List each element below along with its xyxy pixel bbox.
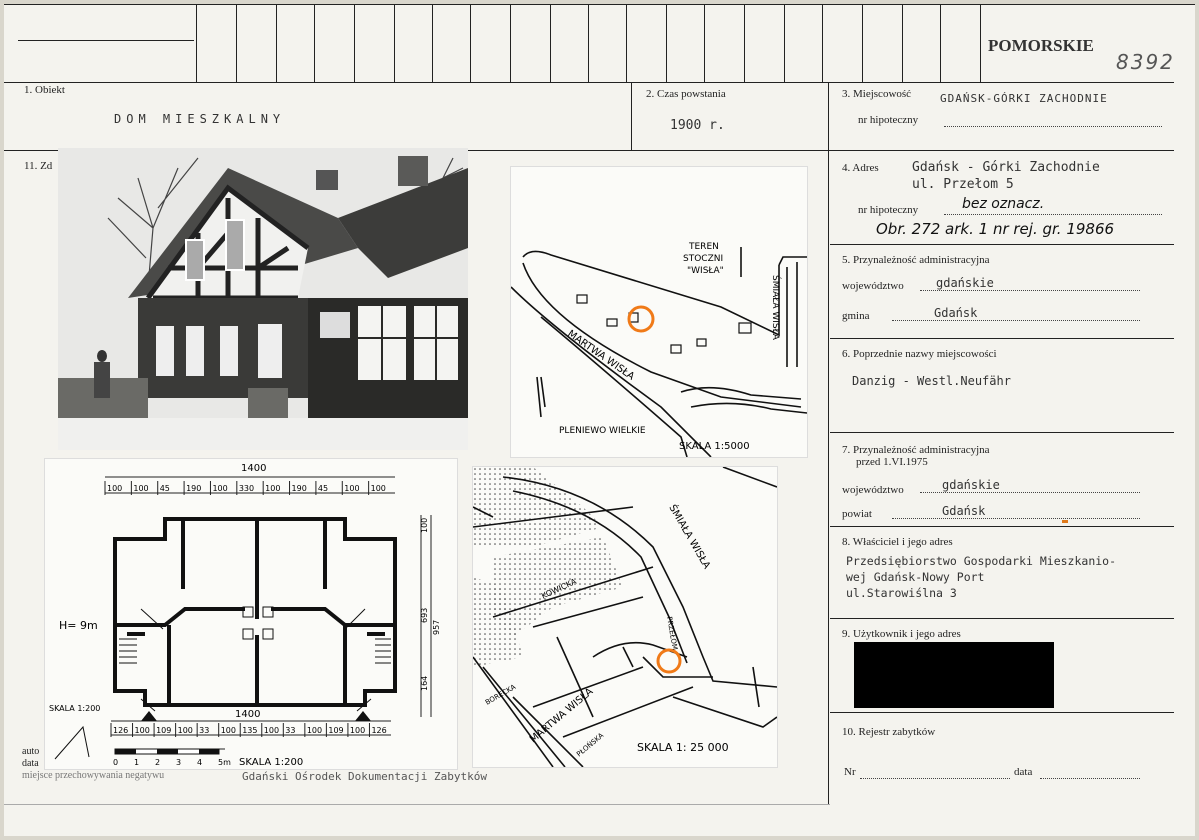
scalebar-tick-0: 0 xyxy=(113,758,118,767)
location-map-detail: TEREN STOCZNI "WISŁA" MARTWA WISŁA ŚMIAŁ… xyxy=(510,166,808,458)
field-admin-old-label2: przed 1.VI.1975 xyxy=(856,456,928,468)
map-bottom-smiala-label: ŚMIAŁA WISŁA xyxy=(666,502,713,571)
field-register-date-label: data xyxy=(1014,766,1033,778)
plan-top-dim-1: 100 xyxy=(133,484,148,493)
field-owner-line2: wej Gdańsk-Nowy Port xyxy=(846,570,985,584)
plan-top-dim-2: 45 xyxy=(160,484,170,493)
field-date-label: 2. Czas powstania xyxy=(646,88,726,100)
plan-total-width-top: 1400 xyxy=(241,463,266,474)
map-bottom-scale: SKALA 1: 25 000 xyxy=(637,741,729,754)
plan-total-width-bottom: 1400 xyxy=(235,709,260,720)
plan-bottom-dim-2: 109 xyxy=(156,726,171,735)
plan-top-dim-9: 100 xyxy=(344,484,359,493)
field-address-line1: Gdańsk - Górki Zachodnie xyxy=(912,160,1100,175)
map-bottom-plonska-label: PŁOŃSKA xyxy=(575,731,606,759)
field-user-label: 9. Użytkownik i jego adres xyxy=(842,628,961,640)
inventory-card: POMORSKIE 8392 1. Obiekt DOM MIESZKALNY … xyxy=(4,4,1195,836)
scalebar-tick-3: 3 xyxy=(176,758,181,767)
footer-date-label: data xyxy=(22,758,39,769)
footer-location-value: Gdański Ośrodek Dokumentacji Zabytków xyxy=(242,770,488,783)
field-date-value: 1900 r. xyxy=(670,118,725,133)
field-prev-names-label: 6. Poprzednie nazwy miejscowości xyxy=(842,348,997,360)
scalebar-tick-4: 4 xyxy=(197,758,202,767)
plan-bottom-dim-4: 33 xyxy=(199,726,209,735)
field-admin-commune-value: Gdańsk xyxy=(934,306,978,320)
plan-top-dim-3: 190 xyxy=(186,484,201,493)
map-top-pleniewo-label: PLENIEWO WIELKIE xyxy=(559,426,646,436)
plan-bottom-dim-11: 100 xyxy=(350,726,365,735)
plan-top-dim-5: 330 xyxy=(239,484,254,493)
field-locality-mortgage-label: nr hipoteczny xyxy=(858,114,919,126)
plan-right-total: 957 xyxy=(432,620,441,635)
field-register-nr-label: Nr xyxy=(844,766,856,778)
plan-top-dim-10: 100 xyxy=(371,484,386,493)
plan-scale-bottom: SKALA 1:200 xyxy=(239,757,303,768)
map-top-scale: SKALA 1:5000 xyxy=(679,441,750,452)
field-address-label: 4. Adres xyxy=(842,162,879,174)
field-address-mortgage-label: nr hipoteczny xyxy=(858,204,919,216)
field-address-line2: ul. Przełom 5 xyxy=(912,177,1014,192)
plan-right-dim-1: 100 xyxy=(420,518,429,533)
field-owner-label: 8. Właściciel i jego adres xyxy=(842,536,953,548)
map-top-teren-label: TEREN xyxy=(688,242,719,252)
location-map-overview: ŚMIAŁA WISŁA KOWICKA MARTWA WISŁA PRZEŁO… xyxy=(472,466,778,768)
field-prev-names-value: Danzig - Westl.Neufähr xyxy=(852,374,1011,388)
plan-top-dim-4: 100 xyxy=(212,484,227,493)
field-object-label: 1. Obiekt xyxy=(24,84,65,96)
plan-top-dim-0: 100 xyxy=(107,484,122,493)
field-admin-old-county-value: Gdańsk xyxy=(942,504,986,518)
plan-bottom-dim-0: 126 xyxy=(113,726,128,735)
footer-author-label: auto xyxy=(22,746,40,757)
plan-bottom-dim-6: 135 xyxy=(242,726,257,735)
footer-location-label: miejsce przechowywania negatywu xyxy=(22,770,165,781)
plan-bottom-dim-9: 100 xyxy=(307,726,322,735)
region-label: POMORSKIE xyxy=(988,36,1094,55)
field-address-registry: Obr. 272 ark. 1 nr rej. gr. 19866 xyxy=(876,220,1115,238)
field-admin-label: 5. Przynależność administracyjna xyxy=(842,254,990,266)
field-owner-line3: ul.Starowiślna 3 xyxy=(846,586,957,600)
plan-height: H= 9m xyxy=(59,619,98,632)
plan-scale-left: SKALA 1:200 xyxy=(49,704,100,713)
field-admin-voivodeship-label: województwo xyxy=(842,280,904,292)
field-admin-old-county-label: powiat xyxy=(842,508,872,520)
field-admin-old-label: 7. Przynależność administracyjna xyxy=(842,444,990,456)
redaction-box xyxy=(854,642,1054,708)
plan-top-dim-7: 190 xyxy=(292,484,307,493)
archive-number: 8392 xyxy=(1116,50,1175,74)
plan-right-dim-2: 693 xyxy=(420,608,429,623)
map-top-wisla-label: "WISŁA" xyxy=(687,266,724,276)
field-address-mortgage-value: bez oznacz. xyxy=(962,196,1045,212)
field-register-label: 10. Rejestr zabytków xyxy=(842,726,936,738)
field-object-value: DOM MIESZKALNY xyxy=(114,112,286,126)
field-admin-old-voivodeship-value: gdańskie xyxy=(942,478,1000,492)
plan-top-dim-8: 45 xyxy=(318,484,328,493)
field-owner-line1: Przedsiębiorstwo Gospodarki Mieszkanio- xyxy=(846,554,1117,568)
map-bottom-przelom-label: PRZEŁOM xyxy=(665,616,679,651)
scalebar-tick-1: 1 xyxy=(134,758,139,767)
map-top-smiala-label: ŚMIAŁA WISŁA xyxy=(770,275,782,341)
plan-bottom-dim-12: 126 xyxy=(371,726,386,735)
scalebar-tick-2: 2 xyxy=(155,758,160,767)
field-building-label: 11. Zd xyxy=(24,160,53,172)
map-bottom-martwa-label: MARTWA WISŁA xyxy=(528,686,596,745)
field-locality-value: GDAŃSK-GÓRKI ZACHODNIE xyxy=(940,92,1108,105)
plan-top-dim-6: 100 xyxy=(265,484,280,493)
field-locality-label: 3. Miejscowość xyxy=(842,88,912,100)
map-top-martwa-label: MARTWA WISŁA xyxy=(565,328,636,382)
plan-bottom-dim-10: 109 xyxy=(328,726,343,735)
field-admin-commune-label: gmina xyxy=(842,310,870,322)
house-photo xyxy=(58,148,468,450)
map-top-stoczni-label: STOCZNI xyxy=(683,254,723,264)
plan-bottom-dim-7: 100 xyxy=(264,726,279,735)
scalebar-tick-5: 5m xyxy=(218,758,231,767)
plan-bottom-dim-5: 100 xyxy=(221,726,236,735)
field-admin-old-voivodeship-label: województwo xyxy=(842,484,904,496)
plan-bottom-dim-8: 33 xyxy=(285,726,295,735)
plan-bottom-dim-1: 100 xyxy=(135,726,150,735)
field-admin-voivodeship-value: gdańskie xyxy=(936,276,994,290)
plan-bottom-dim-3: 100 xyxy=(178,726,193,735)
plan-right-dim-3: 164 xyxy=(420,676,429,691)
